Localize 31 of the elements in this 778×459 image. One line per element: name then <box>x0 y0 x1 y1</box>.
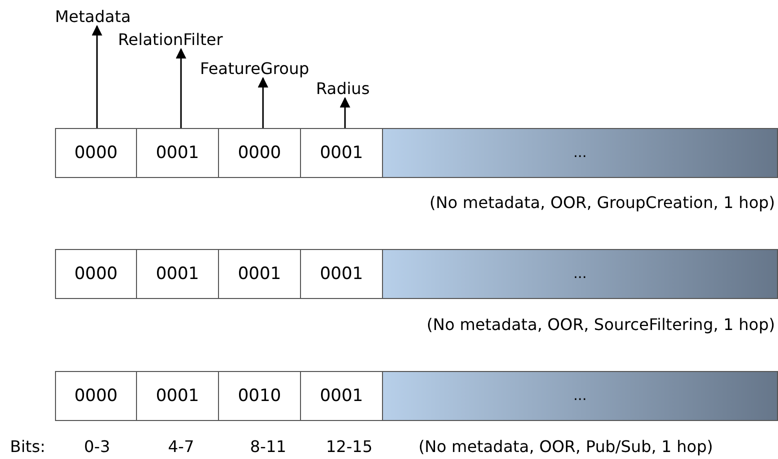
field-name: Metadata <box>55 6 135 26</box>
bit-cell: 0001 <box>300 371 383 421</box>
bit-range: 4-7 <box>168 437 194 456</box>
arrow <box>258 76 268 128</box>
bit-cell: 0001 <box>136 128 219 178</box>
bit-cell: 0001 <box>136 371 219 421</box>
bit-range: 12-15 <box>326 437 372 456</box>
bit-cell: 0001 <box>300 249 383 299</box>
row-description: (No metadata, OOR, Pub/Sub, 1 hop) <box>418 437 713 456</box>
remaining-bits-bar: ... <box>382 249 778 299</box>
arrow <box>176 48 186 128</box>
bit-cell: 0001 <box>300 128 383 178</box>
field-name: RelationFilter <box>118 29 248 49</box>
arrow <box>92 24 102 128</box>
field-name: FeatureGroup <box>200 58 325 78</box>
bits-label: Bits: <box>10 437 46 456</box>
bit-range: 8-11 <box>250 437 286 456</box>
bit-cell: 0001 <box>136 249 219 299</box>
bit-cell: 0000 <box>218 128 301 178</box>
field-name: Radius <box>316 78 376 98</box>
remaining-bits-bar: ... <box>382 128 778 178</box>
bit-cell: 0010 <box>218 371 301 421</box>
bit-cell: 0000 <box>55 371 137 421</box>
remaining-bits-bar: ... <box>382 371 778 421</box>
row-description: (No metadata, OOR, SourceFiltering, 1 hop) <box>426 315 775 334</box>
bit-cell: 0000 <box>55 128 137 178</box>
row-description: (No metadata, OOR, GroupCreation, 1 hop) <box>430 193 775 212</box>
arrow <box>340 96 350 128</box>
bit-cell: 0000 <box>55 249 137 299</box>
bit-range: 0-3 <box>84 437 110 456</box>
bit-cell: 0001 <box>218 249 301 299</box>
